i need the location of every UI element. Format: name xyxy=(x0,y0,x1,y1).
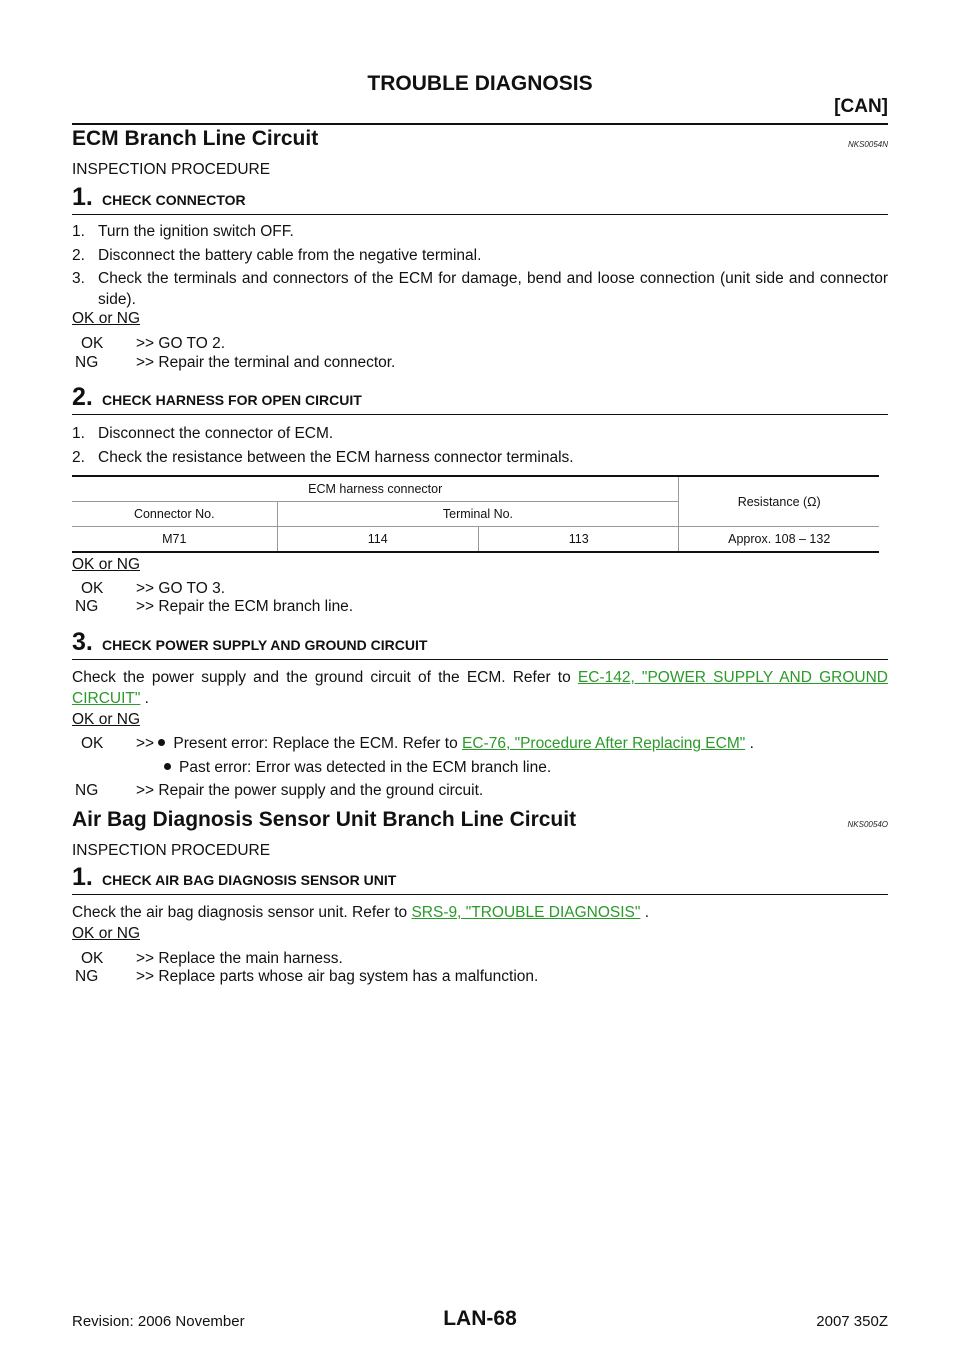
step3-instruction: Check the power supply and the ground ci… xyxy=(72,669,888,707)
list-item: 2.Disconnect the battery cable from the … xyxy=(72,247,482,264)
table-header-connector: Connector No. xyxy=(72,501,278,527)
step-number: 3. xyxy=(72,628,93,656)
airbag-section-title: Air Bag Diagnosis Sensor Unit Branch Lin… xyxy=(72,808,577,831)
header-rule xyxy=(72,123,888,125)
ecm-section-code: NKS0054N xyxy=(847,140,888,149)
footer-revision: Revision: 2006 November xyxy=(72,1313,245,1330)
list-item: 2.Check the resistance between the ECM h… xyxy=(72,449,574,466)
result-ok-bullet: Past error: Error was detected in the EC… xyxy=(164,758,864,778)
ecm-step3-heading: 3. CHECK POWER SUPPLY AND GROUND CIRCUIT xyxy=(72,627,888,660)
table-cell-resistance: Approx. 108 – 132 xyxy=(678,526,879,553)
airbag-step1-heading: 1. CHECK AIR BAG DIAGNOSIS SENSOR UNIT xyxy=(72,862,888,895)
table-cell-terminal-a: 114 xyxy=(276,526,479,553)
bullet-icon xyxy=(158,739,166,746)
table-header-group: ECM harness connector xyxy=(72,475,679,502)
footer-page-number: LAN-68 xyxy=(443,1307,517,1330)
airbag-procedure-heading: INSPECTION PROCEDURE xyxy=(72,842,271,859)
step-label: CHECK HARNESS FOR OPEN CIRCUIT xyxy=(102,392,362,408)
airbag-instruction: Check the air bag diagnosis sensor unit.… xyxy=(72,904,650,921)
ok-or-ng-label: OK or NG xyxy=(72,310,141,327)
ok-or-ng-label: OK or NG xyxy=(72,556,141,573)
step-number: 1. xyxy=(72,183,93,211)
step-number: 2. xyxy=(72,383,93,411)
page-title: TROUBLE DIAGNOSIS xyxy=(367,72,593,95)
table-cell-connector: M71 xyxy=(72,526,278,553)
step-label: CHECK AIR BAG DIAGNOSIS SENSOR UNIT xyxy=(102,872,397,888)
step-label: CHECK POWER SUPPLY AND GROUND CIRCUIT xyxy=(102,637,428,653)
list-item: 1.Disconnect the connector of ECM. xyxy=(72,425,334,442)
airbag-section-code: NKS0054O xyxy=(847,820,888,829)
srs9-link[interactable]: SRS-9, "TROUBLE DIAGNOSIS" xyxy=(411,904,641,921)
ecm-step1-heading: 1. CHECK CONNECTOR xyxy=(72,182,888,215)
resistance-table: ECM harness connector Resistance (Ω) Con… xyxy=(72,475,879,553)
step-number: 1. xyxy=(72,863,93,891)
list-item: 1.Turn the ignition switch OFF. xyxy=(72,223,294,240)
ecm-procedure-heading: INSPECTION PROCEDURE xyxy=(72,161,271,178)
step-label: CHECK CONNECTOR xyxy=(102,192,246,208)
ecm-step2-heading: 2. CHECK HARNESS FOR OPEN CIRCUIT xyxy=(72,382,888,415)
section-tag: [CAN] xyxy=(834,96,888,117)
footer-model: 2007 350Z xyxy=(816,1313,888,1330)
ecm-section-title: ECM Branch Line Circuit xyxy=(72,127,319,150)
ec142-link[interactable]: EC-142, "POWER SUPPLY AND GROUND CIRCUIT… xyxy=(72,669,888,707)
table-cell-terminal-b: 113 xyxy=(477,526,679,553)
table-header-resistance: Resistance (Ω) xyxy=(678,475,879,527)
ok-or-ng-label: OK or NG xyxy=(72,711,141,728)
table-header-terminal: Terminal No. xyxy=(276,501,679,527)
bullet-icon xyxy=(164,763,171,770)
list-item: 3.Check the terminals and connectors of … xyxy=(72,270,888,308)
ec76-link[interactable]: EC-76, "Procedure After Replacing ECM" xyxy=(462,735,746,752)
ok-or-ng-label: OK or NG xyxy=(72,925,141,942)
